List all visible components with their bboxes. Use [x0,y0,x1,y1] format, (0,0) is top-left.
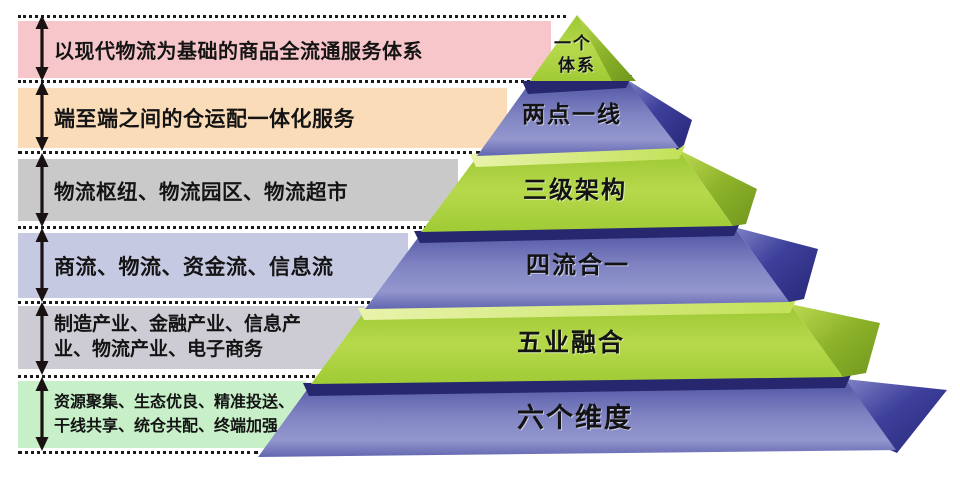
tier-3-top-bevel [470,146,685,167]
pyramid-tier-3: 三级架构 [421,146,757,232]
tier-4-top-bevel [414,223,740,243]
tier-4-label: 四流合一 [526,251,630,279]
tier-1-side-face [577,15,636,81]
level-row-1-text: 以现代物流为基础的商品全流通服务体系 [54,41,423,63]
tier-5-side-face [790,304,880,377]
tier-1-label-line2: 体系 [558,55,596,75]
dotted-separator-7 [18,451,258,454]
tier-5-front-face [311,304,843,384]
level-row-6-text-line2: 干线共享、统仓共配、终端加强 [54,417,279,435]
pyramid-tier-5: 五业融合 [311,300,880,384]
tier-6-side-face [845,379,947,453]
tier-3-front-face [421,150,733,232]
pyramid-tier-4: 四流合一 [365,223,818,309]
tier-4-side-face [734,227,818,302]
level-row-5-text-line1: 制造产业、金融产业、信息产 [54,314,302,336]
level-row-2: 端至端之间的仓运配一体化服务 [18,88,507,148]
tier-3-label: 三级架构 [523,176,627,204]
level-row-3-text: 物流枢纽、物流园区、物流超市 [54,181,348,204]
tier-6-label: 六个维度 [517,402,633,433]
dotted-separator-6 [18,375,321,378]
level-row-4-text: 商流、物流、资金流、信息流 [54,255,334,279]
tier-1-label-line1: 一个 [554,33,592,53]
dotted-separator-3 [18,151,480,154]
level-row-6: 资源聚集、生态优良、精准投送、 干线共享、统仓共配、终端加强 [18,381,306,448]
tier-2-front-face [477,79,679,156]
tier-2-label: 两点一线 [522,101,622,127]
dotted-separator-1 [18,15,566,18]
level-row-6-text-line1: 资源聚集、生态优良、精准投送、 [54,394,295,412]
tier-6-front-face [258,379,896,457]
pyramid-tier-6: 六个维度 [258,375,947,457]
level-row-3: 物流枢纽、物流园区、物流超市 [18,159,458,221]
level-row-2-text: 端至端之间的仓运配一体化服务 [54,108,355,131]
dotted-separator-5 [18,301,376,304]
tier-5-label: 五业融合 [517,328,625,357]
tier-2-side-face [626,79,692,150]
dotted-separator-4 [18,226,427,229]
tier-4-front-face [365,227,789,309]
tier-6-top-bevel [303,375,851,396]
level-row-5: 制造产业、金融产业、信息产 业、物流产业、电子商务 [18,306,365,369]
level-row-1: 以现代物流为基础的商品全流通服务体系 [18,21,551,78]
level-row-4: 商流、物流、资金流、信息流 [18,233,408,298]
tier-3-side-face [679,150,757,226]
dotted-separator-2 [18,80,530,83]
tier-5-top-bevel [358,300,796,320]
pyramid-tier-2: 两点一线 [477,75,692,156]
level-row-5-text-line2: 业、物流产业、电子商务 [54,338,264,360]
